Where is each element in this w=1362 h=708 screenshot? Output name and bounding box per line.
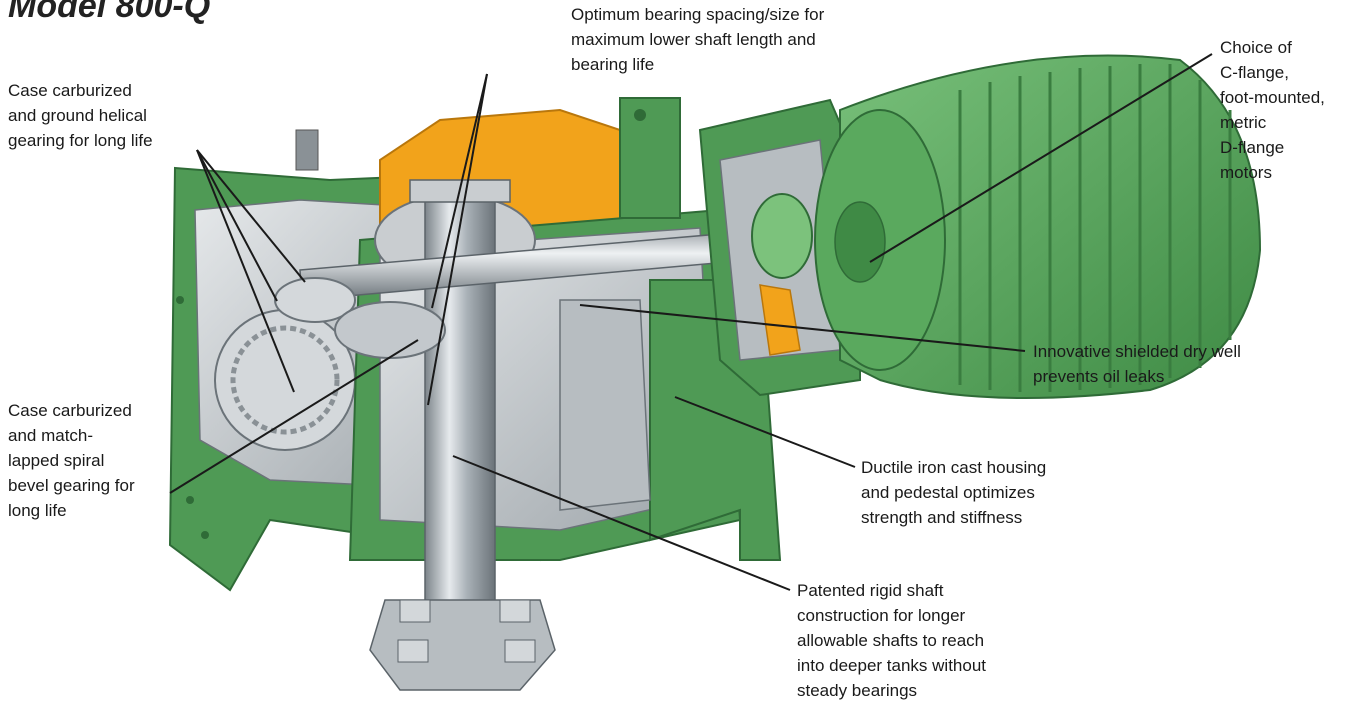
leader-ductile bbox=[674, 396, 856, 468]
leader-dry-well bbox=[579, 304, 1026, 352]
motor bbox=[814, 54, 1262, 399]
leader-lines bbox=[169, 53, 1213, 591]
leader-helical-2 bbox=[196, 149, 278, 302]
callout-bevel-gearing: Case carburized and match- lapped spiral… bbox=[8, 401, 135, 520]
callout-dry-well: Innovative shielded dry well prevents oi… bbox=[1033, 342, 1241, 386]
leader-bearing-2 bbox=[427, 73, 488, 406]
callout-optimum-bearing: Optimum bearing spacing/size for maximum… bbox=[571, 5, 825, 74]
leader-helical-1 bbox=[196, 149, 306, 283]
callout-helical-gearing: Case carburized and ground helical geari… bbox=[8, 81, 153, 150]
leader-rigid-shaft bbox=[452, 455, 791, 591]
leader-helical-3 bbox=[196, 149, 295, 393]
leader-motor bbox=[869, 53, 1213, 263]
leader-bevel bbox=[169, 339, 419, 494]
callout-ductile-housing: Ductile iron cast housing and pedestal o… bbox=[861, 458, 1047, 527]
callout-motor-choice: Choice of C-flange, foot-mounted, metric… bbox=[1220, 38, 1325, 182]
leader-bearing-1 bbox=[431, 73, 488, 309]
page-title: Model 800-Q bbox=[8, 0, 211, 25]
callout-rigid-shaft: Patented rigid shaft construction for lo… bbox=[797, 581, 987, 700]
